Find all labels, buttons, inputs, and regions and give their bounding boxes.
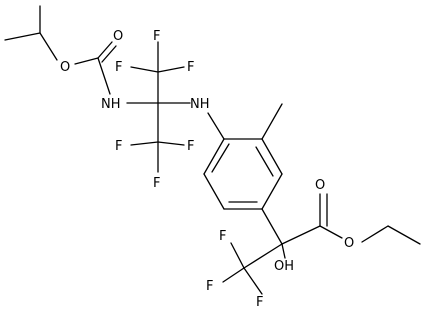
bond-alpha-to-ester-carbon [281, 225, 321, 245]
bond-isopropyl-to-oxygen [39, 32, 58, 61]
bond-lines [4, 5, 421, 295]
label-f-lower-left: F [115, 139, 122, 154]
bond-lower-cf3-f-right [157, 141, 185, 146]
bond-o-to-ethyl [361, 225, 389, 243]
bond-isopropyl-methyl-left [4, 32, 41, 41]
bond-bottom-cf3-f-top [230, 242, 245, 269]
label-nh-aniline: NH [190, 97, 210, 112]
label-f-upper-right: F [187, 60, 194, 75]
bond-upper-cf3-f-right [157, 66, 185, 73]
label-f-lower-right: F [187, 139, 194, 154]
bond-carbamate-c-o-double-a [97, 41, 113, 59]
bond-nh-to-ring [207, 112, 225, 140]
label-f-upper-left: F [115, 60, 122, 75]
label-o-carbonyl-ester: O [315, 178, 325, 193]
bond-carbamate-c-o-double-b [101, 45, 117, 63]
bond-bottom-cf3-f-left [222, 267, 245, 283]
label-f-bottom-top: F [219, 229, 226, 244]
bond-ring-to-alpha-carbon [261, 208, 283, 245]
ring-bond-6-inner [211, 143, 230, 173]
bond-ring-methyl [261, 103, 283, 140]
bond-ester-c-to-o [319, 225, 343, 239]
label-o-ether-carbamate: O [60, 60, 70, 75]
label-o-ether-ester: O [344, 236, 354, 251]
bond-alpha-to-cf3 [243, 243, 283, 269]
ring-bond-2-inner [255, 146, 274, 177]
label-f-lower-bottom: F [153, 176, 160, 191]
bond-upper-cf3-f-left [130, 66, 159, 73]
bond-alpha-to-oh [281, 243, 286, 259]
label-f-bottom-left: F [206, 279, 213, 294]
bond-carbonyl-to-nh [97, 57, 111, 95]
ring-bond-3 [261, 173, 283, 210]
atom-labels: O O F F F NH NH F F F O O F F F OH [60, 29, 354, 310]
bond-ethyl [387, 225, 421, 245]
label-o-carbonyl-carbamate: O [113, 29, 123, 44]
bond-lower-cf3-f-left [130, 141, 159, 146]
ring-bond-6 [203, 138, 225, 175]
label-f-upper-top: F [153, 29, 160, 44]
label-f-bottom-bottom: F [256, 295, 263, 310]
bond-bottom-cf3-f-bottom [243, 267, 263, 295]
ring-bond-2 [261, 138, 283, 175]
label-nh-carbamate: NH [101, 97, 121, 112]
label-oh-hydroxyl: OH [274, 259, 294, 274]
ring-bond-5 [203, 173, 225, 210]
bond-oxygen-to-carbonyl-carbon [74, 57, 99, 65]
